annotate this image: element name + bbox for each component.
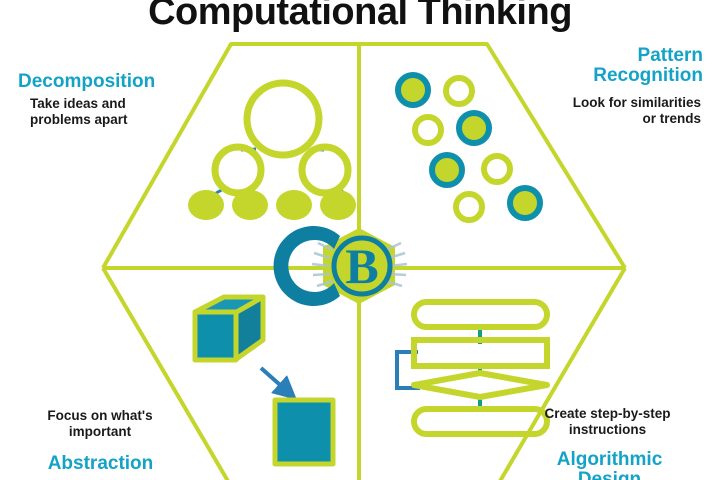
center-logo: B: [273, 226, 408, 306]
logo-rays: [311, 241, 408, 288]
page-title: Computational Thinking: [148, 0, 572, 33]
quadrant-title-pattern-recognition: Pattern Recognition: [593, 45, 703, 87]
pattern-circle-hollow: [453, 191, 485, 223]
logo-inner-circle: [331, 235, 393, 297]
flowchart-node-start: [411, 299, 550, 330]
pattern-circle-filled: [507, 185, 543, 221]
decomposition-tree-graphic: [188, 79, 356, 220]
flowchart-node-end: [411, 406, 550, 437]
abstraction-graphic: [192, 294, 336, 467]
pattern-circle-hollow: [443, 75, 475, 107]
tree-node-leaf: [320, 190, 356, 220]
pattern-circle-hollow: [481, 153, 513, 185]
tree-node-child: [211, 143, 265, 197]
flowchart-feedback-loop: [395, 350, 420, 390]
quadrant-title-decomposition: Decomposition: [18, 71, 156, 92]
cube-3d-icon: [192, 294, 266, 363]
logo-arc-teal: [273, 226, 340, 306]
quadrant-description-decomposition: Take ideas and problems apart: [30, 96, 128, 127]
quadrant-title-abstraction: Abstraction: [47, 453, 154, 474]
pattern-circle-filled: [456, 110, 492, 146]
abstraction-arrow: [259, 366, 297, 400]
tree-node-child: [298, 143, 352, 197]
quadrant-description-pattern-recognition: Look for similarities or trends: [572, 95, 701, 126]
flowchart-node-decision: [411, 370, 550, 400]
pattern-circle-filled: [429, 152, 465, 188]
pattern-recognition-graphic: [395, 72, 543, 223]
flowchart-node-process: [411, 337, 550, 369]
tree-node-leaf: [232, 190, 268, 220]
quadrant-description-abstraction: Focus on what's important: [47, 408, 153, 439]
tree-node-leaf: [188, 190, 224, 220]
tree-node-leaf: [276, 190, 312, 220]
tree-node-root: [243, 79, 323, 159]
pattern-circle-hollow: [412, 114, 444, 146]
hexagon-outline-bottom: [101, 266, 627, 480]
pattern-circle-filled: [395, 72, 431, 108]
quadrant-description-algorithmic-design: Create step-by-step instructions: [544, 406, 671, 437]
flowchart-graphic: [395, 299, 550, 437]
flat-square-icon: [272, 397, 336, 467]
logo-letter-b: B: [345, 238, 378, 294]
quadrant-title-algorithmic-design: Algorithmic Design: [556, 449, 663, 480]
